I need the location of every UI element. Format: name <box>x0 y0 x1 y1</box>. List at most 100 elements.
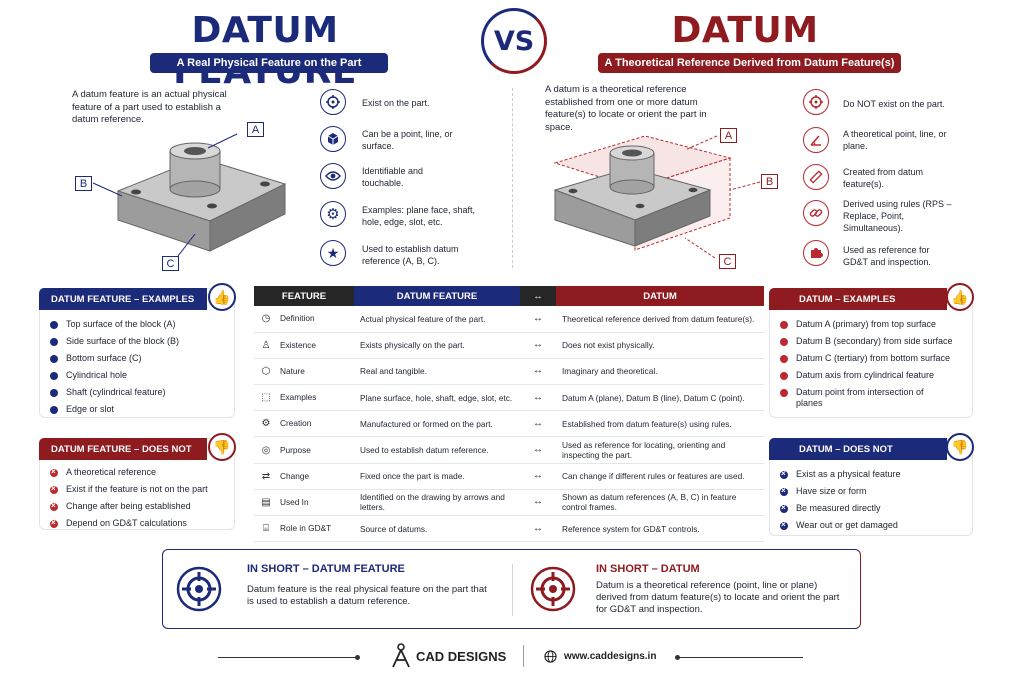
cell-feature: ⬚Examples <box>254 384 354 412</box>
thumbs-up-icon: 👍 <box>208 283 236 311</box>
examples-list: Datum A (primary) from top surface Datum… <box>780 319 968 415</box>
arrow-icon: ↔ <box>520 463 556 490</box>
list-item: Exist as a physical feature <box>780 468 901 480</box>
cell-datum: Does not exist physically. <box>556 332 764 359</box>
cell-datum: Can change if different rules or feature… <box>556 463 764 490</box>
callout-c: C <box>162 256 179 271</box>
datum-does-not-card: DATUM – DOES NOT 👎 Exist as a physical f… <box>769 433 974 536</box>
feature-text: Identifiable and touchable. <box>362 166 424 188</box>
feature-text: Used as reference for GD&T and inspectio… <box>843 245 931 267</box>
row-icon: ◎ <box>261 444 271 456</box>
arrow-icon: ↔ <box>520 332 556 359</box>
x-icon <box>780 485 788 496</box>
cell-datum: Imaginary and theoretical. <box>556 358 764 386</box>
row-icon: ⬚ <box>261 392 271 404</box>
row-icon: ♙ <box>261 339 271 351</box>
gear-icon: ⚙ <box>320 201 346 227</box>
cell-datum: Datum A (plane), Datum B (line), Datum C… <box>556 384 764 412</box>
x-icon <box>50 466 58 477</box>
datum-feature-does-not-card: DATUM FEATURE – DOES NOT 👎 A theoretical… <box>39 433 236 530</box>
list-item: Edge or slot <box>50 404 179 415</box>
row-icon: ◷ <box>261 313 271 325</box>
list-item: Datum B (secondary) from side surface <box>780 336 968 347</box>
datum-feature-block-illustration <box>92 133 287 257</box>
datum-examples-card: DATUM – EXAMPLES 👍 Datum A (primary) fro… <box>769 283 974 418</box>
list-item: Datum A (primary) from top surface <box>780 319 968 330</box>
footer-brand: CAD DESIGNS <box>416 649 507 664</box>
footer-line-right <box>678 657 803 658</box>
cell-datum-feature: Fixed once the part is made. <box>354 463 520 490</box>
in-short-datum-feature-text: Datum feature is the real physical featu… <box>247 584 487 607</box>
cell-datum: Shown as datum references (A, B, C) in f… <box>556 489 764 517</box>
cell-feature: ⇄Change <box>254 463 354 490</box>
header-arrow: ↔ <box>520 286 556 306</box>
list-item: Have size or form <box>780 485 901 497</box>
card-title: DATUM FEATURE – EXAMPLES <box>39 288 207 310</box>
row-icon: ⌸ <box>263 523 269 535</box>
check-icon <box>780 338 788 346</box>
thumbs-down-icon: 👎 <box>208 433 236 461</box>
target-icon <box>176 566 222 612</box>
check-icon <box>780 355 788 363</box>
row-icon: ⬡ <box>261 365 271 377</box>
header-datum: DATUM <box>556 286 764 306</box>
callout-a: A <box>247 122 264 137</box>
cell-datum: Reference system for GD&T controls. <box>556 515 764 543</box>
thumbs-up-icon: 👍 <box>946 283 974 311</box>
footer-dot <box>355 655 360 660</box>
target-icon <box>530 566 576 612</box>
list-item: Cylindrical hole <box>50 370 179 381</box>
callout-b: B <box>75 176 92 191</box>
cell-datum-feature: Identified on the drawing by arrows and … <box>354 489 520 517</box>
list-item: Be measured directly <box>780 502 901 514</box>
list-item: Change after being established <box>50 500 208 512</box>
arrow-icon: ↔ <box>520 358 556 386</box>
cell-feature: ◷Definition <box>254 306 354 333</box>
list-item: Side surface of the block (B) <box>50 336 179 347</box>
list-item: Shaft (cylindrical feature) <box>50 387 179 398</box>
check-icon <box>50 372 58 380</box>
cell-datum-feature: Manufactured or formed on the part. <box>354 410 520 438</box>
in-short-box <box>162 549 861 629</box>
compass-logo-icon <box>392 643 410 668</box>
datum-description: A datum is a theoretical reference estab… <box>545 84 707 133</box>
cell-feature: ▤Used In <box>254 489 354 517</box>
comparison-table: FEATURE DATUM FEATURE ↔ DATUM ◷Definitio… <box>254 286 764 543</box>
cell-datum: Established from datum feature(s) using … <box>556 410 764 438</box>
callout-b: B <box>761 174 778 189</box>
cell-datum-feature: Exists physically on the part. <box>354 332 520 359</box>
footer-url[interactable]: www.caddesigns.in <box>564 651 657 662</box>
feature-text: Exist on the part. <box>362 98 430 108</box>
x-icon <box>780 502 788 513</box>
footer-dot <box>675 655 680 660</box>
feature-text: Do NOT exist on the part. <box>843 99 945 109</box>
datum-title: DATUM <box>671 10 819 51</box>
angle-icon <box>803 127 829 153</box>
link-icon <box>803 200 829 226</box>
datum-feature-examples-card: DATUM FEATURE – EXAMPLES 👍 Top surface o… <box>39 283 236 418</box>
arrow-icon: ↔ <box>520 384 556 412</box>
check-icon <box>780 321 788 329</box>
footer-separator <box>523 645 524 667</box>
ruler-icon <box>803 164 829 190</box>
center-divider <box>512 88 513 268</box>
cell-feature: ♙Existence <box>254 332 354 359</box>
datum-feature-description: A datum feature is an actual physical fe… <box>72 89 227 125</box>
in-short-datum-text: Datum is a theoretical reference (point,… <box>596 580 840 615</box>
list-item: Exist if the feature is not on the part <box>50 483 208 495</box>
arrow-icon: ↔ <box>520 515 556 543</box>
datum-subtitle: A Theoretical Reference Derived from Dat… <box>598 53 901 73</box>
feature-text: A theoretical point, line, or plane. <box>843 129 947 151</box>
row-icon: ⇄ <box>261 470 271 482</box>
list-item: Top surface of the block (A) <box>50 319 179 330</box>
footer-line-left <box>218 657 358 658</box>
arrow-icon: ↔ <box>520 410 556 438</box>
star-icon: ★ <box>320 240 346 266</box>
